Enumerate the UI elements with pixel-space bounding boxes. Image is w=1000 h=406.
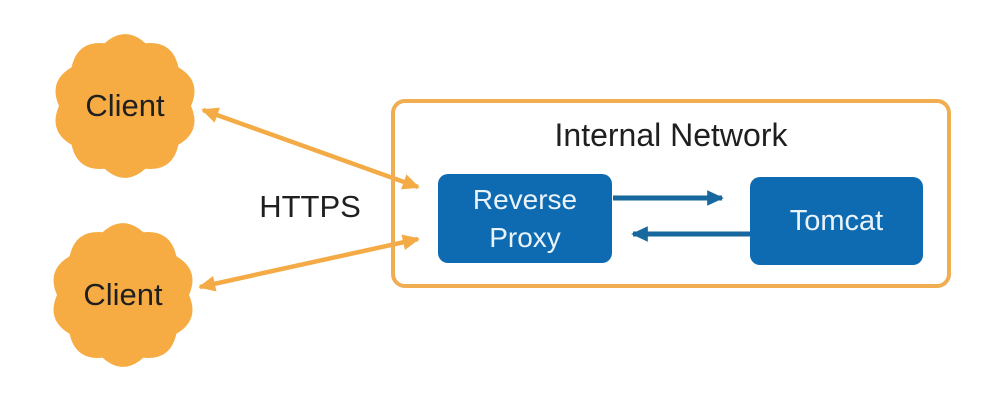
client-bottom-blob — [53, 223, 193, 367]
https-label: HTTPS — [259, 189, 361, 224]
client-top-label: Client — [85, 88, 165, 123]
internal-network-box — [391, 99, 951, 288]
client-bottom-label: Client — [83, 277, 163, 312]
https-arrow-top — [201, 107, 420, 190]
client-top-blob — [55, 34, 195, 178]
tomcat-node: Tomcat — [750, 177, 923, 265]
reverse-proxy-label-line2: Proxy — [489, 221, 561, 253]
reverse-proxy-label-line1: Reverse — [472, 183, 578, 215]
reverse-proxy-node: Reverse Proxy — [438, 174, 612, 263]
https-arrow-bottom — [198, 234, 420, 292]
internal-network-title: Internal Network — [554, 117, 788, 153]
tomcat-label: Tomcat — [789, 205, 884, 237]
